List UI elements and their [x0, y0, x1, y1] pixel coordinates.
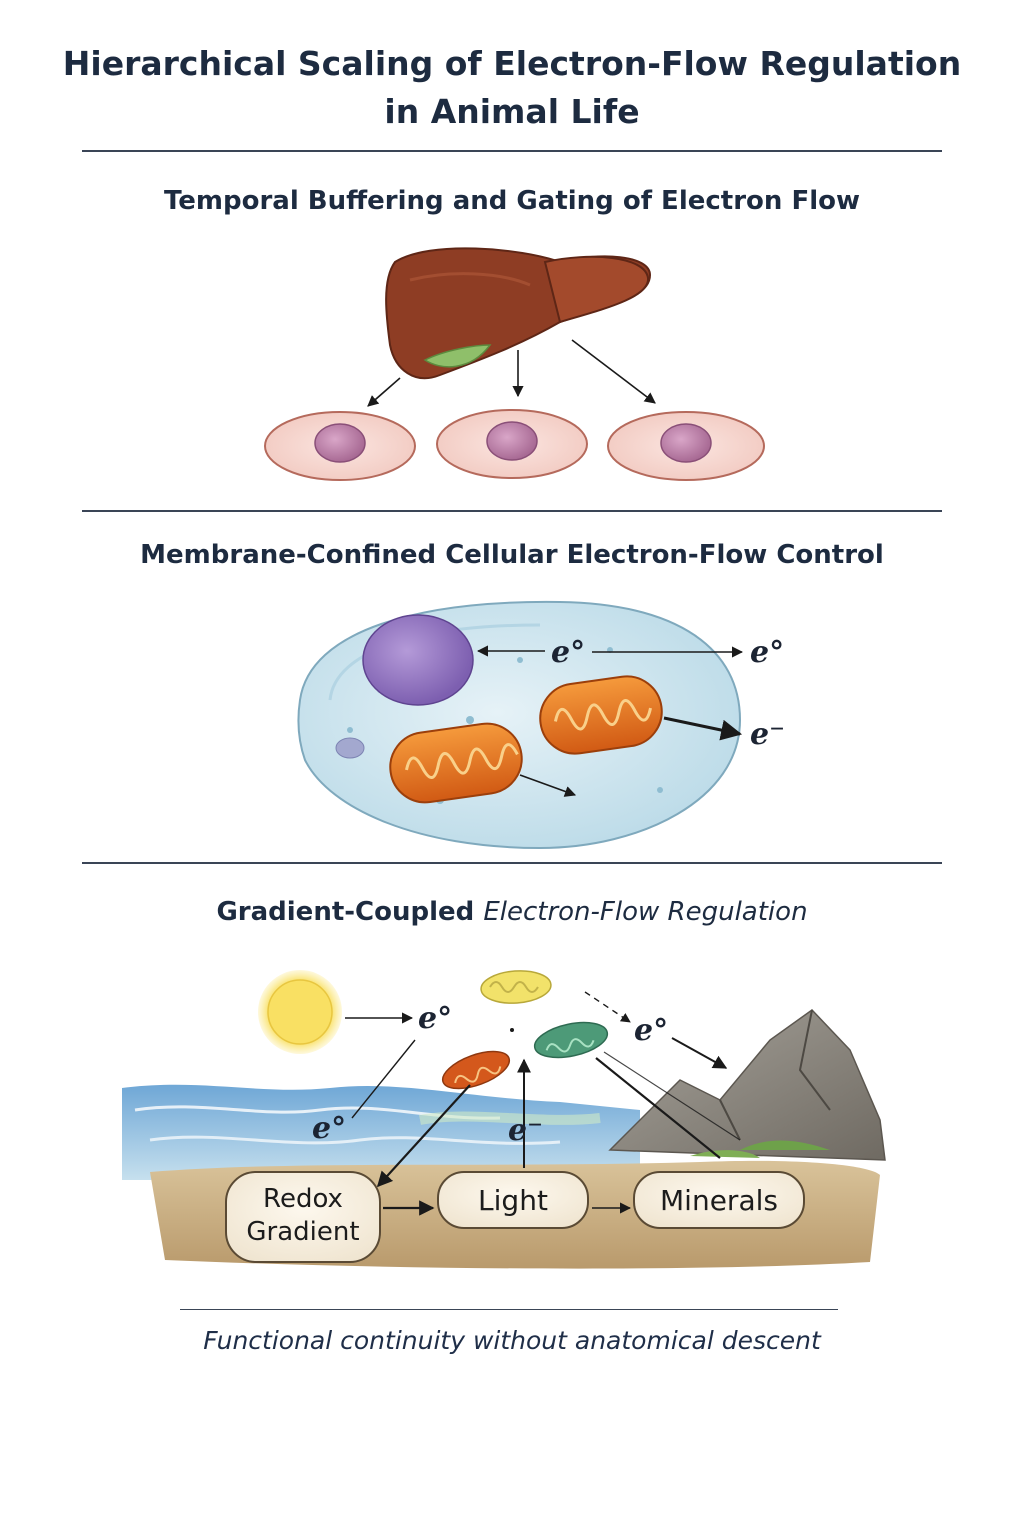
mitochondrion-icon [480, 970, 552, 1004]
liver-icon [385, 247, 652, 380]
cell-icon [264, 411, 416, 481]
arrow-mito-to-redox [376, 1084, 471, 1188]
ocean-icon [122, 1084, 640, 1180]
section-2-title: Membrane-Confined Cellular Electron-Flow… [140, 540, 884, 570]
section-3-illustration: e° e° e° e⁻ Redox Gradient Light Mineral… [122, 970, 886, 1269]
divider-section-2 [82, 862, 942, 864]
electron-label-top: e° [418, 1001, 452, 1036]
arrow-mito-to-minerals [595, 1057, 721, 1159]
electron-label-center: e⁻ [508, 1113, 543, 1148]
title-line-2: in Animal Life [384, 92, 640, 131]
arrow-mito-to-minerals-2 [603, 1051, 741, 1141]
mitochondrion-icon [441, 1050, 511, 1090]
arrow-mito-internal [519, 774, 577, 797]
page-title: Hierarchical Scaling of Electron-Flow Re… [0, 40, 1024, 136]
mountain-icon [608, 1009, 886, 1161]
arrow-mito-outward [663, 716, 743, 741]
mitochondrion-icon [389, 722, 523, 804]
section-1-illustration [264, 247, 765, 481]
mitochondrion-icon [533, 1021, 609, 1059]
nucleus-icon [362, 614, 474, 706]
arrow-e-to-ocean [351, 1039, 416, 1119]
node-light: Light [437, 1171, 589, 1229]
cell-icon [297, 600, 742, 850]
section-3-title: Gradient-Coupled Electron-Flow Regulatio… [0, 897, 1024, 927]
cell-icon [607, 411, 765, 481]
footer-caption: Functional continuity without anatomical… [203, 1326, 821, 1355]
node-redox-line-2: Gradient [246, 1217, 359, 1247]
electron-label-3: e⁻ [750, 717, 785, 752]
section-1-title: Temporal Buffering and Gating of Electro… [163, 186, 861, 216]
title-line-1: Hierarchical Scaling of Electron-Flow Re… [62, 44, 962, 83]
cell-icon [436, 409, 588, 479]
node-minerals: Minerals [633, 1171, 805, 1229]
electron-label-2: e° [750, 635, 784, 670]
sun-icon [258, 970, 342, 1054]
electron-label-right: e° [634, 1013, 668, 1048]
arrow-liver-to-cell-1 [367, 377, 401, 407]
arrow-e-to-mountain [671, 1037, 728, 1069]
divider-footer [180, 1309, 838, 1310]
arrow-liver-to-cell-3 [571, 339, 656, 404]
node-redox-gradient: Redox Gradient [225, 1171, 381, 1263]
section-2-illustration: e° e° e⁻ [297, 600, 785, 850]
divider-section-1 [82, 510, 942, 512]
dot-marker [510, 1028, 514, 1032]
section-3-title-italic: Electron-Flow Regulation [483, 897, 808, 927]
node-redox-line-1: Redox [263, 1184, 343, 1214]
mitochondrion-icon [539, 675, 663, 755]
divider-title [82, 150, 942, 152]
node-light-line-1: Light [478, 1184, 548, 1217]
arrow-top-right [584, 991, 631, 1023]
section-3-title-regular: Gradient-Coupled [216, 897, 484, 927]
electron-label-left: e° [312, 1111, 346, 1146]
electron-label-1: e° [551, 635, 585, 670]
node-minerals-line-1: Minerals [660, 1184, 778, 1217]
